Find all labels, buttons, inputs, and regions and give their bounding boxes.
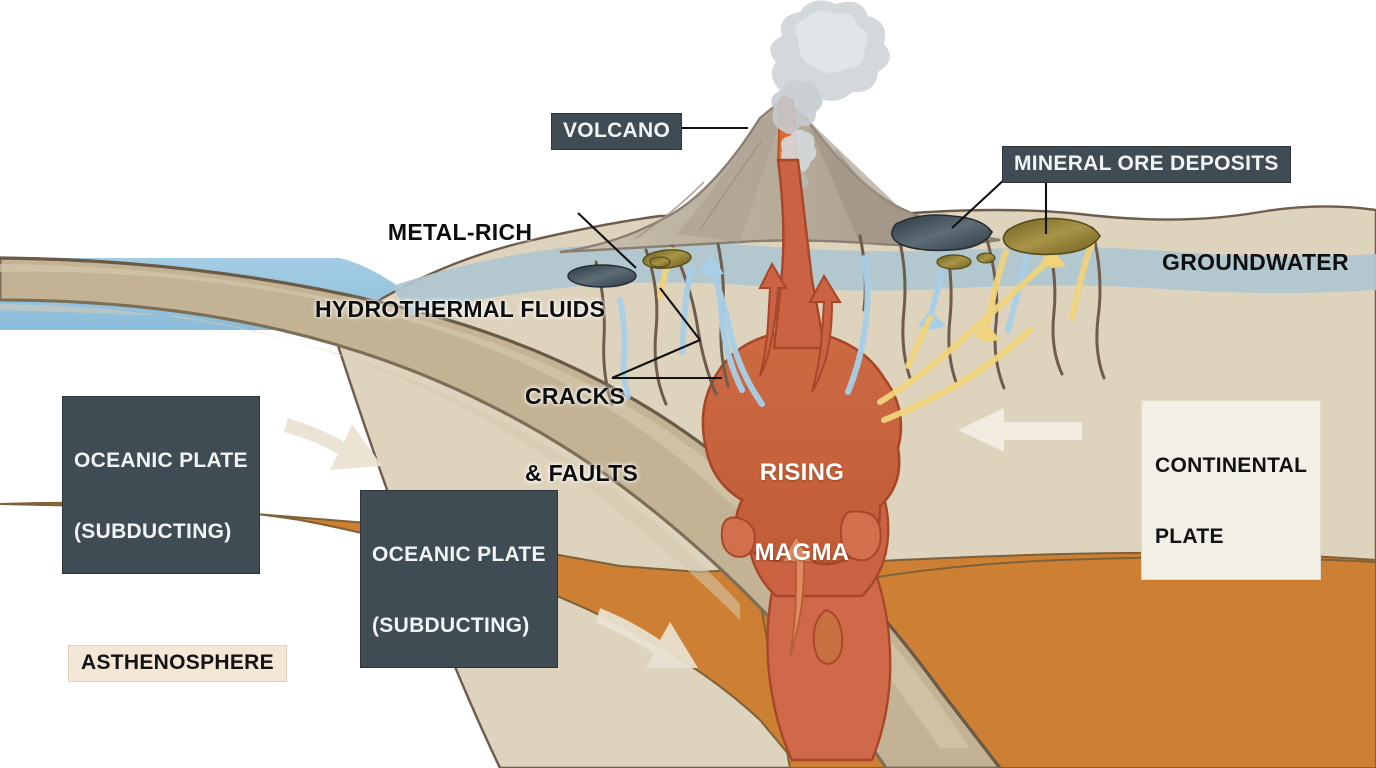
label-oceanic-lower-line1: OCEANIC PLATE	[372, 543, 546, 567]
fluid-yellow-1	[877, 255, 1055, 405]
oceanic-plate-arrow-2	[596, 608, 698, 668]
label-magma-line1: RISING	[759, 458, 845, 486]
fault-line-3	[670, 244, 718, 396]
groundwater-band	[392, 242, 1376, 316]
label-rising-magma: RISING MAGMA	[742, 406, 862, 594]
volcano-ridge-detail-2	[635, 181, 705, 239]
label-oceanic-upper-line1: OCEANIC PLATE	[74, 449, 248, 473]
fault-line-2	[644, 248, 668, 406]
magma-arrow-left	[758, 261, 788, 377]
fault-line-5	[894, 224, 912, 380]
magma-droplet	[812, 609, 844, 665]
label-oceanic-plate-lower[interactable]: OCEANIC PLATE (SUBDUCTING)	[360, 490, 558, 668]
leader-hydrothermal	[577, 212, 637, 269]
label-oceanic-lower-line2: (SUBDUCTING)	[372, 613, 530, 637]
label-volcano[interactable]: VOLCANO	[551, 113, 683, 150]
label-asthenosphere[interactable]: ASTHENOSPHERE	[68, 645, 287, 682]
volcano-ridge-detail-3	[835, 149, 899, 213]
volcano-ridge-right	[806, 118, 996, 244]
volcano-ridge-detail-1	[699, 139, 763, 231]
fluid-blue-7	[679, 265, 695, 355]
magma-arrow-right	[808, 273, 842, 393]
fluid-yellow-arrow-2	[974, 322, 1000, 342]
label-cracks-and-faults: CRACKS & FAULTS	[525, 332, 638, 512]
fault-line-9	[1090, 226, 1106, 380]
magma-lobe-right	[839, 510, 882, 562]
fluid-blue-arrow-2	[698, 256, 724, 276]
label-oceanic-plate-upper[interactable]: OCEANIC PLATE (SUBDUCTING)	[62, 396, 260, 574]
label-mineral-ore-deposits[interactable]: MINERAL ORE DEPOSITS	[1002, 146, 1291, 183]
label-groundwater: GROUNDWATER	[1162, 249, 1349, 275]
fluid-yellow-5	[1069, 241, 1095, 321]
ore-body-dark-main	[891, 214, 993, 252]
magma-arrow-deep	[780, 534, 814, 657]
ore-body-dark-left	[567, 264, 637, 288]
continental-plate-arrow	[958, 408, 1082, 452]
fluid-yellow-2	[881, 327, 1033, 423]
oceanic-plate-arrow-1	[284, 418, 382, 470]
leader-cracks-1	[611, 339, 701, 379]
oceanic-plate-lower-edge	[0, 298, 888, 768]
fluid-yellow-arrow-1	[1040, 248, 1066, 268]
fluid-blue-3	[617, 297, 631, 399]
magma-lobe-left	[720, 516, 756, 558]
fluid-blue-4	[845, 255, 871, 395]
leader-cracks-2	[659, 287, 701, 341]
fluid-blue-6	[1005, 245, 1033, 333]
label-continental-plate[interactable]: CONTINENTAL PLATE	[1141, 400, 1322, 580]
leader-lines-group	[577, 126, 1048, 380]
label-cracks-line1: CRACKS	[525, 382, 626, 409]
fluid-arrowheads-yellow	[974, 248, 1066, 342]
label-magma-line2: MAGMA	[754, 539, 850, 567]
ore-body-gold-main	[1002, 217, 1101, 256]
leader-ore-1	[951, 177, 1007, 229]
label-continental-line2: PLATE	[1155, 524, 1224, 548]
label-hydrothermal-line2: HYDROTHERMAL FLUIDS	[315, 295, 606, 322]
ore-body-small-2	[976, 252, 996, 264]
ore-body-small-3	[649, 256, 671, 268]
volcano-smoke-plume	[770, 0, 890, 198]
fault-line-7	[984, 234, 1006, 390]
fluid-channels-yellow	[657, 241, 1095, 423]
fluid-yellow-4	[983, 249, 1009, 333]
fluid-yellow-6	[905, 315, 933, 369]
volcano-ridge-left	[676, 104, 786, 242]
label-continental-line1: CONTINENTAL	[1155, 454, 1308, 478]
ore-body-small-1	[936, 254, 972, 270]
label-oceanic-upper-line2: (SUBDUCTING)	[74, 519, 232, 543]
label-hydrothermal-fluids: METAL-RICH HYDROTHERMAL FLUIDS	[315, 168, 605, 348]
label-hydrothermal-line1: METAL-RICH	[387, 218, 533, 245]
fluid-blue-2	[711, 273, 765, 407]
label-cracks-line2: & FAULTS	[525, 459, 639, 486]
